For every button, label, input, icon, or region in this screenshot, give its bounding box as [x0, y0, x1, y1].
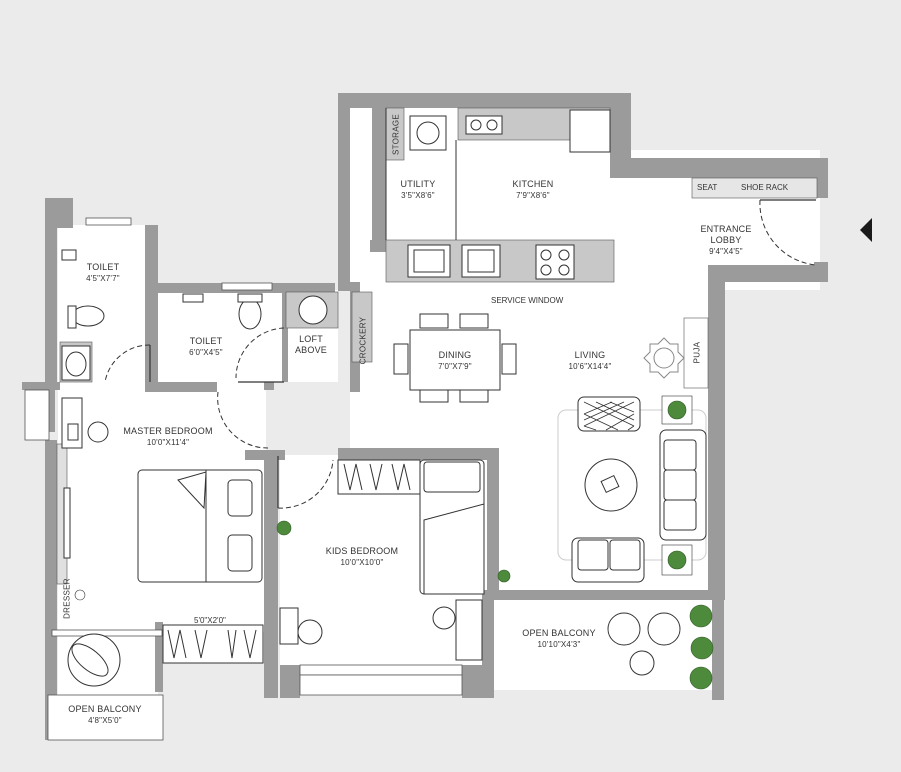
- sink-icon: [407, 109, 611, 278]
- kitchen-label: KITCHEN 7'9"X8'6": [505, 179, 561, 201]
- room-dims: 9'4"X4'5": [709, 247, 743, 256]
- room-dims: 6'0"X4'5": [189, 348, 223, 357]
- room-name: MASTER BEDROOM: [123, 426, 213, 436]
- room-dims: 3'5"X8'6": [401, 191, 435, 200]
- loft-line1: LOFT: [299, 334, 323, 344]
- lobby-line1: ENTRANCE: [700, 224, 752, 234]
- fridge-icon: [385, 108, 457, 240]
- dresser-label: DRESSER: [62, 578, 72, 619]
- shoe-rack-label: SHOE RACK: [741, 183, 789, 192]
- window-dims-label: 5'0"X2'0": [194, 616, 226, 625]
- room-name: OPEN BALCONY: [68, 704, 142, 714]
- puja-label: PUJA: [692, 341, 702, 364]
- room-name: LIVING: [574, 350, 606, 360]
- loft-label: LOFT ABOVE: [288, 334, 334, 356]
- dining-table: [393, 313, 517, 403]
- dining-label: DINING 7'0"X7'9": [429, 350, 481, 372]
- entrance-lobby-label: ENTRANCE LOBBY 9'4"X4'5": [696, 224, 756, 257]
- room-dims: 4'8"X5'0": [88, 716, 122, 725]
- kids-bedroom-label: KIDS BEDROOM 10'0"X10'0": [320, 546, 404, 568]
- toilet-1-label: TOILET 4'5"X7'7": [78, 262, 128, 284]
- toilet-fixtures: [61, 249, 328, 381]
- door-swings: [104, 199, 817, 509]
- master-bedroom-label: MASTER BEDROOM 10'0"X11'4": [118, 426, 218, 448]
- living-label: LIVING 10'6"X14'4": [560, 350, 620, 372]
- kids-furniture: [279, 459, 485, 661]
- open-balcony-2-label: OPEN BALCONY 10'10"X4'3": [516, 628, 602, 650]
- room-dims: 10'0"X10'0": [340, 558, 384, 567]
- utility-label: UTILITY 3'5"X8'6": [392, 179, 444, 201]
- room-dims: 10'0"X11'4": [146, 438, 190, 447]
- balcony-chairs: [607, 612, 681, 676]
- open-balcony-1-label: OPEN BALCONY 4'8"X5'0": [62, 704, 148, 726]
- room-dims: 7'0"X7'9": [438, 362, 472, 371]
- room-name: DINING: [438, 350, 472, 360]
- triangle-left-icon: [860, 218, 872, 242]
- lobby-line2: LOBBY: [710, 235, 742, 245]
- toilet-2-label: TOILET 6'0"X4'5": [178, 336, 234, 358]
- service-window-label: SERVICE WINDOW: [491, 296, 564, 305]
- wardrobe: [162, 624, 264, 664]
- room-dims: 4'5"X7'7": [86, 274, 120, 283]
- room-name: KITCHEN: [512, 179, 554, 189]
- room-name: TOILET: [86, 262, 120, 272]
- room-name: OPEN BALCONY: [522, 628, 596, 638]
- room-dims: 7'9"X8'6": [516, 191, 550, 200]
- loft-line2: ABOVE: [294, 345, 327, 355]
- door-leaves: [149, 199, 816, 508]
- windows: [24, 217, 463, 741]
- living-furniture: [557, 396, 707, 583]
- room-dims: 10'10"X4'3": [537, 640, 581, 649]
- stove-icon: [465, 115, 575, 280]
- puja-star-icon: [643, 337, 685, 379]
- room-dims: 10'6"X14'4": [568, 362, 612, 371]
- storage-label: STORAGE: [391, 113, 401, 156]
- room-name: TOILET: [189, 336, 223, 346]
- rug-pattern: [583, 401, 635, 431]
- room-name: UTILITY: [400, 179, 436, 189]
- plant-icons: [74, 395, 714, 690]
- seat-label: SEAT: [697, 183, 718, 192]
- crockery-label: CROCKERY: [358, 316, 368, 365]
- study-desk: [61, 397, 121, 687]
- room-name: KIDS BEDROOM: [325, 546, 399, 556]
- master-bed: [137, 469, 263, 583]
